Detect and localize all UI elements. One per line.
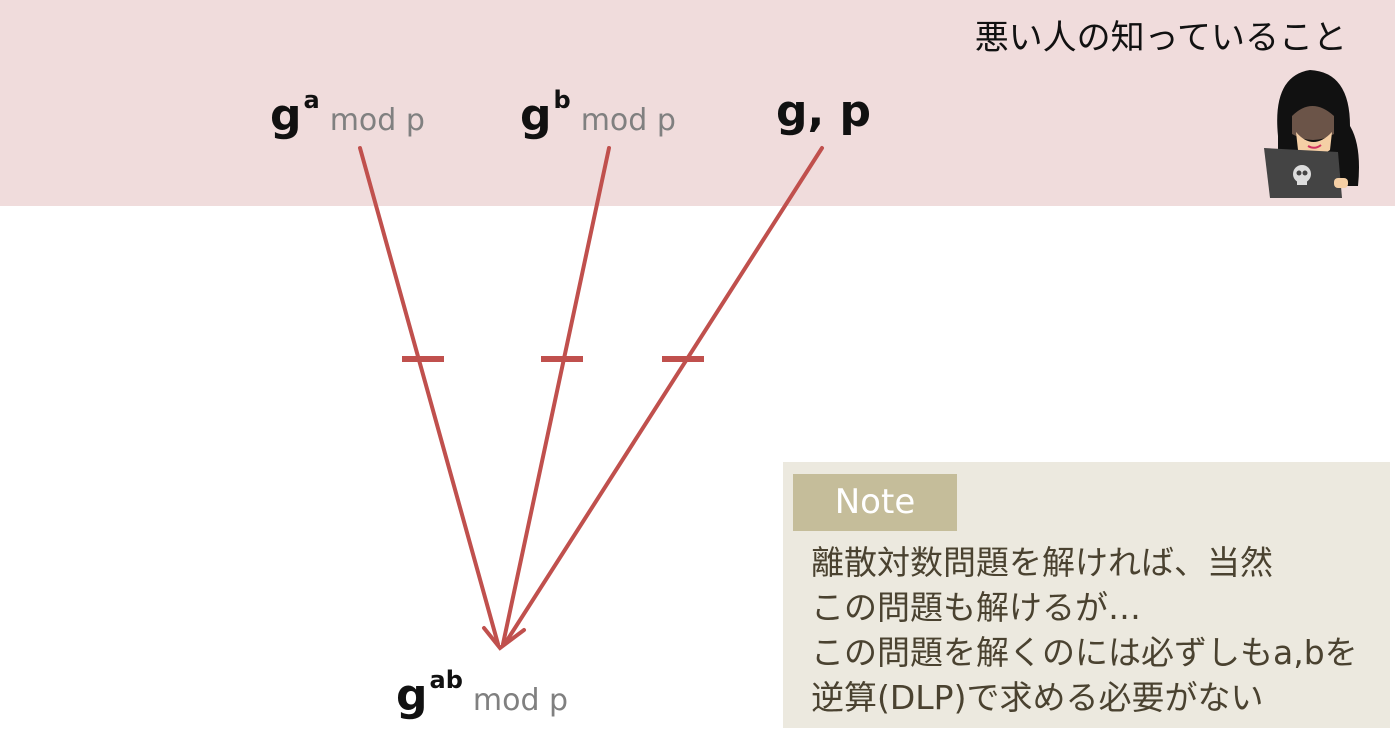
- term-g-p: g, p: [776, 86, 871, 137]
- note-label: Note: [793, 474, 957, 531]
- attacker-knowledge-title: 悪い人の知っていること: [974, 18, 1347, 58]
- base: g: [396, 670, 428, 721]
- exponent: b: [553, 86, 571, 114]
- modulus: mod p: [329, 103, 425, 138]
- arrow-gp-to-gab: [504, 146, 824, 644]
- g-p-text: g, p: [776, 86, 872, 137]
- term-g-ab-mod-p: gab mod p: [396, 666, 568, 721]
- base: g: [270, 90, 302, 141]
- note-line: 逆算(DLP)で求める必要がない: [811, 678, 1264, 717]
- note-line: 離散対数問題を解ければ、当然: [811, 543, 1273, 582]
- hacker-icon: [1264, 70, 1359, 198]
- arrowhead: [482, 626, 526, 651]
- arrow-gb-to-gab: [501, 146, 611, 646]
- exponent: ab: [429, 666, 463, 694]
- exponent: a: [303, 86, 320, 114]
- note-box: Note 離散対数問題を解ければ、当然 この問題も解けるが… この問題を解くのに…: [783, 462, 1390, 728]
- modulus: mod p: [472, 683, 569, 718]
- note-line: この問題も解けるが…: [811, 588, 1141, 627]
- modulus: mod p: [580, 103, 676, 138]
- term-g-b-mod-p: gb mod p: [520, 86, 676, 141]
- attacker-knowledge-band: [0, 0, 1395, 206]
- note-text: 離散対数問題を解ければ、当然 この問題も解けるが… この問題を解くのには必ずしも…: [811, 540, 1358, 720]
- base: g: [520, 90, 552, 141]
- arrow-ga-to-gab: [358, 146, 500, 646]
- term-g-a-mod-p: ga mod p: [270, 86, 425, 141]
- note-line: この問題を解くのには必ずしもa,bを: [811, 633, 1358, 672]
